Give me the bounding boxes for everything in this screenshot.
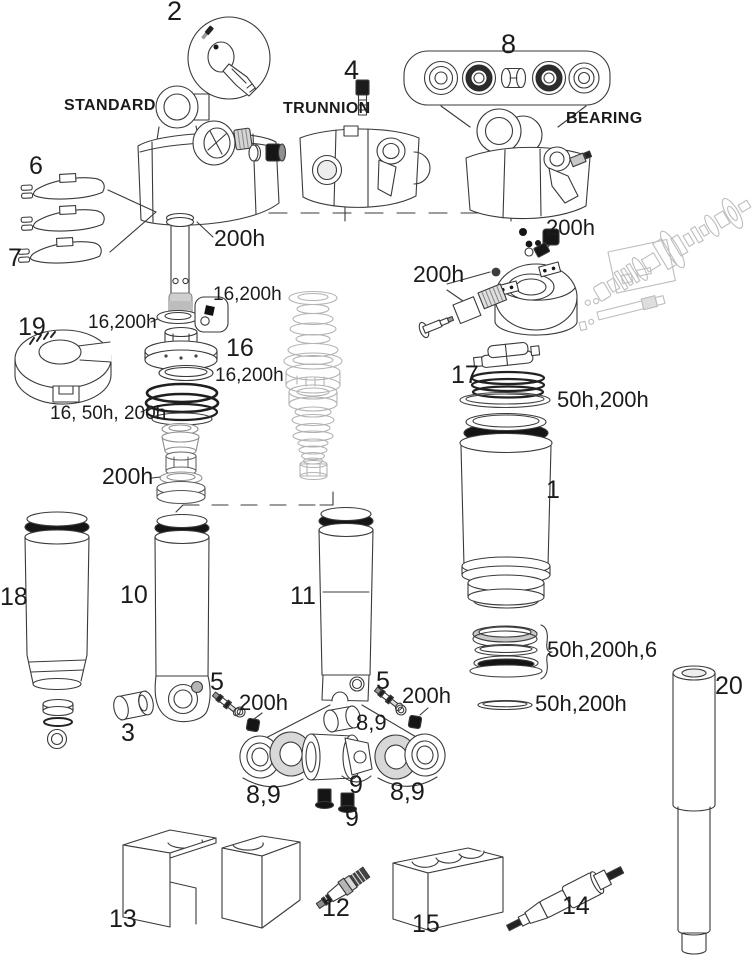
rebound-lever-inset	[187, 16, 271, 100]
air-valve-assembly	[418, 271, 508, 339]
mount-bolts	[314, 788, 358, 814]
valve-core-right	[373, 686, 429, 730]
service-callout-shaft-ring: 200h	[214, 225, 266, 251]
alignment-dash-line-bottom	[175, 491, 334, 513]
can-seal-kit	[469, 624, 553, 711]
part-number-13: 13	[109, 905, 137, 933]
counter-vise-block	[392, 847, 504, 931]
shaft-clamp-fitting	[315, 866, 371, 910]
mount-spacer-sleeve	[323, 705, 361, 733]
part-number-1: 1	[546, 476, 560, 504]
bearing-shock-body	[465, 108, 593, 220]
part-number-5-left: 5	[210, 668, 224, 696]
part-number-19: 19	[18, 313, 46, 341]
mount-bushing-row	[239, 731, 446, 788]
part-number-11: 11	[290, 582, 316, 610]
part-number-14: 14	[562, 892, 590, 920]
bearing-kit-box	[403, 50, 611, 128]
service-callout-bottom-oring: 50h,200h	[535, 691, 627, 716]
shim-stack-tower	[283, 290, 343, 481]
service-callout-sealhead: 200h	[546, 215, 595, 240]
mount-callout-left-pair: 8,9	[246, 781, 281, 809]
service-callout-seal-stack: 16, 50h, 200h	[50, 403, 167, 424]
part-number-6: 6	[29, 152, 43, 180]
config-label-trunnion: TRUNNION	[283, 100, 371, 117]
bleed-fitting-and-spring	[459, 341, 551, 409]
seal-head-assembly	[491, 228, 578, 336]
mount-callout-center: 9	[349, 771, 363, 799]
sag-clips	[17, 173, 157, 264]
service-callout-can-oring: 50h,200h	[557, 387, 649, 412]
service-callout-valve-left: 200h	[239, 690, 288, 715]
service-callout-gray-stack: 200h	[102, 463, 154, 489]
service-callout-can-seals: 50h,200h,6	[547, 637, 658, 662]
config-label-bearing: BEARING	[566, 110, 643, 127]
part-number-16: 16	[226, 334, 254, 362]
part-number-2: 2	[167, 0, 183, 26]
part-number-20: 20	[715, 672, 743, 700]
mount-callout-bolts: 9	[345, 804, 359, 832]
mount-callout-right-pair: 8,9	[390, 778, 425, 806]
trunnion-bolt	[355, 79, 370, 116]
shaft-install-tool	[506, 866, 625, 932]
part-number-5-right: 5	[376, 667, 390, 695]
service-callout-pellet: 16,200h	[213, 284, 282, 305]
damper-service-stack	[151, 422, 206, 505]
config-label-standard: STANDARD	[64, 97, 156, 114]
piston-stack	[140, 296, 229, 426]
part-number-4: 4	[344, 55, 360, 85]
part-number-8: 8	[501, 29, 517, 59]
part-number-7: 7	[8, 244, 22, 272]
service-callout-valve-right: 200h	[402, 683, 451, 708]
part-number-15: 15	[412, 910, 440, 938]
damper-body-trunnion	[257, 506, 429, 745]
shaft-sleeve-tool	[672, 665, 716, 955]
standard-shock-body	[137, 85, 287, 323]
travel-spacer	[14, 329, 112, 405]
vise-blocks	[122, 829, 301, 929]
part-number-12: 12	[322, 894, 350, 922]
service-callout-washer: 16,200h	[88, 312, 157, 333]
air-can	[459, 412, 553, 609]
mount-callout-sleeve: 8,9	[356, 710, 387, 735]
trunnion-shock-body	[299, 125, 431, 208]
faded-damper-assembly	[578, 197, 752, 332]
part-number-17: 17	[451, 361, 479, 389]
part-number-10: 10	[120, 581, 148, 609]
damper-body-standard	[154, 513, 211, 723]
part-number-3: 3	[121, 719, 135, 747]
valve-core-left	[211, 691, 263, 733]
spare-body-tube	[24, 511, 90, 750]
service-callout-airvalve: 200h	[413, 261, 465, 287]
part-number-18: 18	[0, 583, 28, 611]
service-callout-piston-oring: 16,200h	[215, 365, 284, 386]
bottom-out-bumper	[113, 690, 154, 721]
